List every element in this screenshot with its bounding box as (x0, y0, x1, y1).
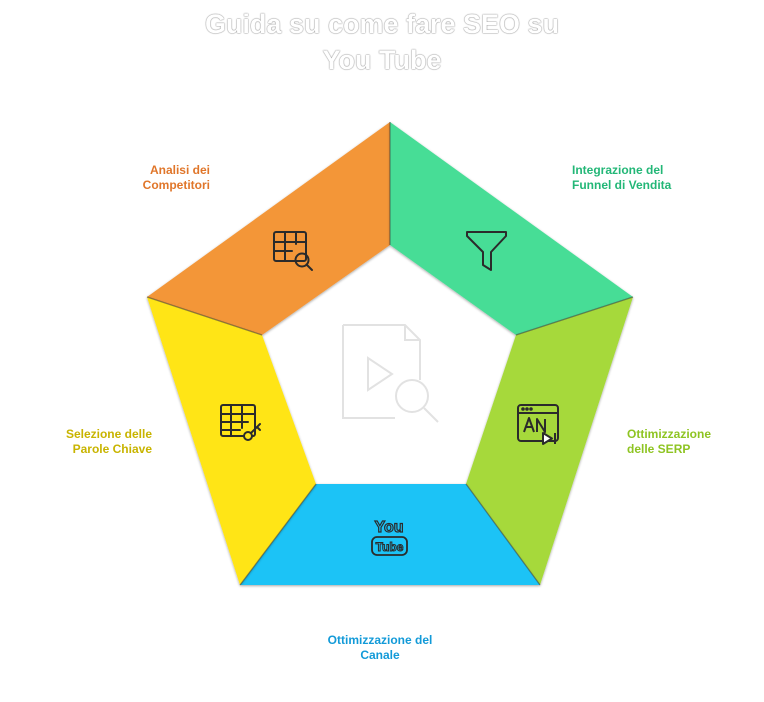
segment-funnel[interactable] (390, 122, 633, 335)
table-search-icon (273, 231, 313, 271)
label-analisi-line-1: Analisi dei (149, 163, 210, 177)
table-key-icon (220, 404, 261, 441)
label-analisi-line-2: Competitori (142, 178, 210, 192)
label-parole-line-1: Selezione delle (65, 427, 152, 441)
label-serp-line-1: Ottimizzazione (627, 427, 712, 441)
label-analisi-competitori: Analisi dei Competitori (110, 163, 210, 193)
youtube-icon-top: You (374, 519, 403, 536)
diagram-title: Guida su come fare SEO su You Tube (0, 6, 764, 78)
label-parole-line-2: Parole Chiave (72, 442, 152, 456)
label-canale-line-1: Ottimizzazione del (327, 633, 433, 647)
youtube-icon: You Tube (371, 518, 408, 556)
video-text-icon (517, 404, 559, 445)
segment-parole[interactable] (147, 297, 316, 585)
title-line-2: You Tube (322, 45, 442, 75)
label-funnel-line-1: Integrazione del (572, 163, 664, 177)
title-line-1: Guida su come fare SEO su (204, 9, 560, 39)
label-ottimizzazione-serp: Ottimizzazione delle SERP (627, 427, 711, 457)
video-file-search-icon (342, 324, 439, 423)
label-integrazione-funnel: Integrazione del Funnel di Vendita (572, 163, 671, 193)
segment-canale[interactable] (240, 484, 540, 585)
funnel-icon (466, 231, 507, 271)
segment-dividers (146, 122, 634, 586)
youtube-icon-bottom: Tube (376, 540, 404, 554)
label-funnel-line-2: Funnel di Vendita (572, 178, 672, 192)
label-serp-line-2: delle SERP (627, 442, 691, 456)
segment-analisi[interactable] (147, 122, 390, 335)
label-selezione-parole-chiave: Selezione delle Parole Chiave (40, 427, 152, 457)
label-canale-line-2: Canale (360, 648, 400, 662)
label-ottimizzazione-canale: Ottimizzazione del Canale (300, 633, 460, 663)
